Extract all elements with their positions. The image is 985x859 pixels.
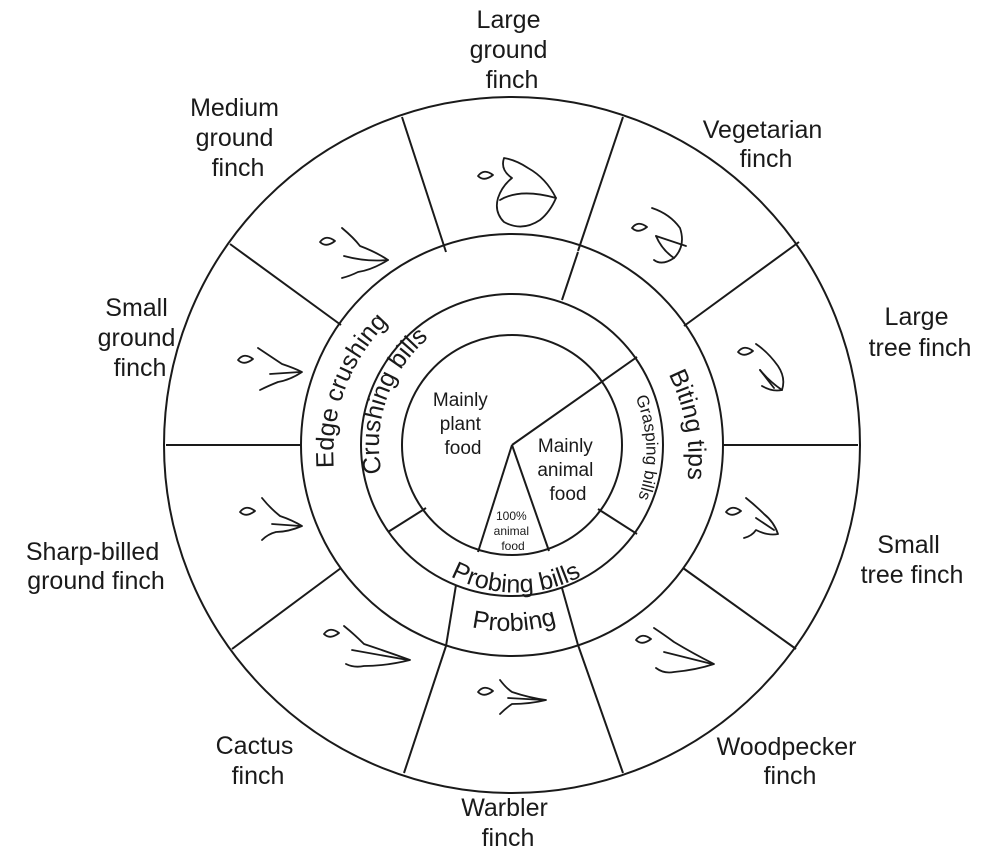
- small-ground-finch-beak-icon: [237, 347, 303, 391]
- finch-label-sharp-billed-ground: Sharp-billed ground finch: [26, 538, 166, 595]
- finch-label-woodpecker: Woodpecker finch: [717, 733, 864, 790]
- outer-dividers: [166, 116, 858, 774]
- diet-labels: Mainly plant food Mainly animal food 100…: [433, 390, 598, 553]
- label-mainly-animal-food: Mainly animal food: [537, 436, 598, 505]
- warbler-finch-beak-icon: [477, 679, 547, 715]
- finch-label-cactus: Cactus finch: [216, 732, 301, 790]
- bill-type-labels: Edge crushing Biting tips Probing Crushi…: [311, 307, 710, 637]
- large-ground-finch-beak-icon: [477, 157, 557, 228]
- large-tree-finch-beak-icon: [737, 343, 785, 392]
- diet-ring: [401, 334, 623, 556]
- finch-label-medium-ground: Medium ground finch: [190, 94, 286, 182]
- finch-label-warbler: Warbler finch: [461, 794, 555, 852]
- finch-label-small-ground: Small ground finch: [98, 294, 183, 382]
- cactus-finch-beak-icon: [323, 625, 411, 668]
- label-probing: Probing: [470, 603, 558, 637]
- outer-ring: [163, 96, 861, 794]
- label-mainly-plant-food: Mainly plant food: [433, 390, 493, 459]
- finch-label-small-tree: Small tree finch: [861, 531, 964, 589]
- label-biting-tips: Biting tips: [663, 365, 711, 481]
- vegetarian-finch-beak-icon: [631, 207, 687, 264]
- small-tree-finch-beak-icon: [725, 497, 779, 539]
- label-100-animal-food: 100% animal food: [494, 509, 533, 553]
- finch-label-vegetarian: Vegetarian finch: [703, 116, 830, 173]
- bill-category-ring: [360, 293, 664, 597]
- finch-label-large-ground: Large ground finch: [470, 6, 555, 94]
- inner-dividers: [387, 251, 638, 647]
- medium-ground-finch-beak-icon: [319, 227, 389, 279]
- finch-name-labels: Large ground finch Vegetarian finch Larg…: [26, 6, 972, 852]
- finch-label-large-tree: Large tree finch: [869, 303, 972, 362]
- beak-icons: [237, 157, 785, 715]
- woodpecker-finch-beak-icon: [635, 627, 715, 674]
- sharp-billed-ground-finch-beak-icon: [239, 497, 303, 541]
